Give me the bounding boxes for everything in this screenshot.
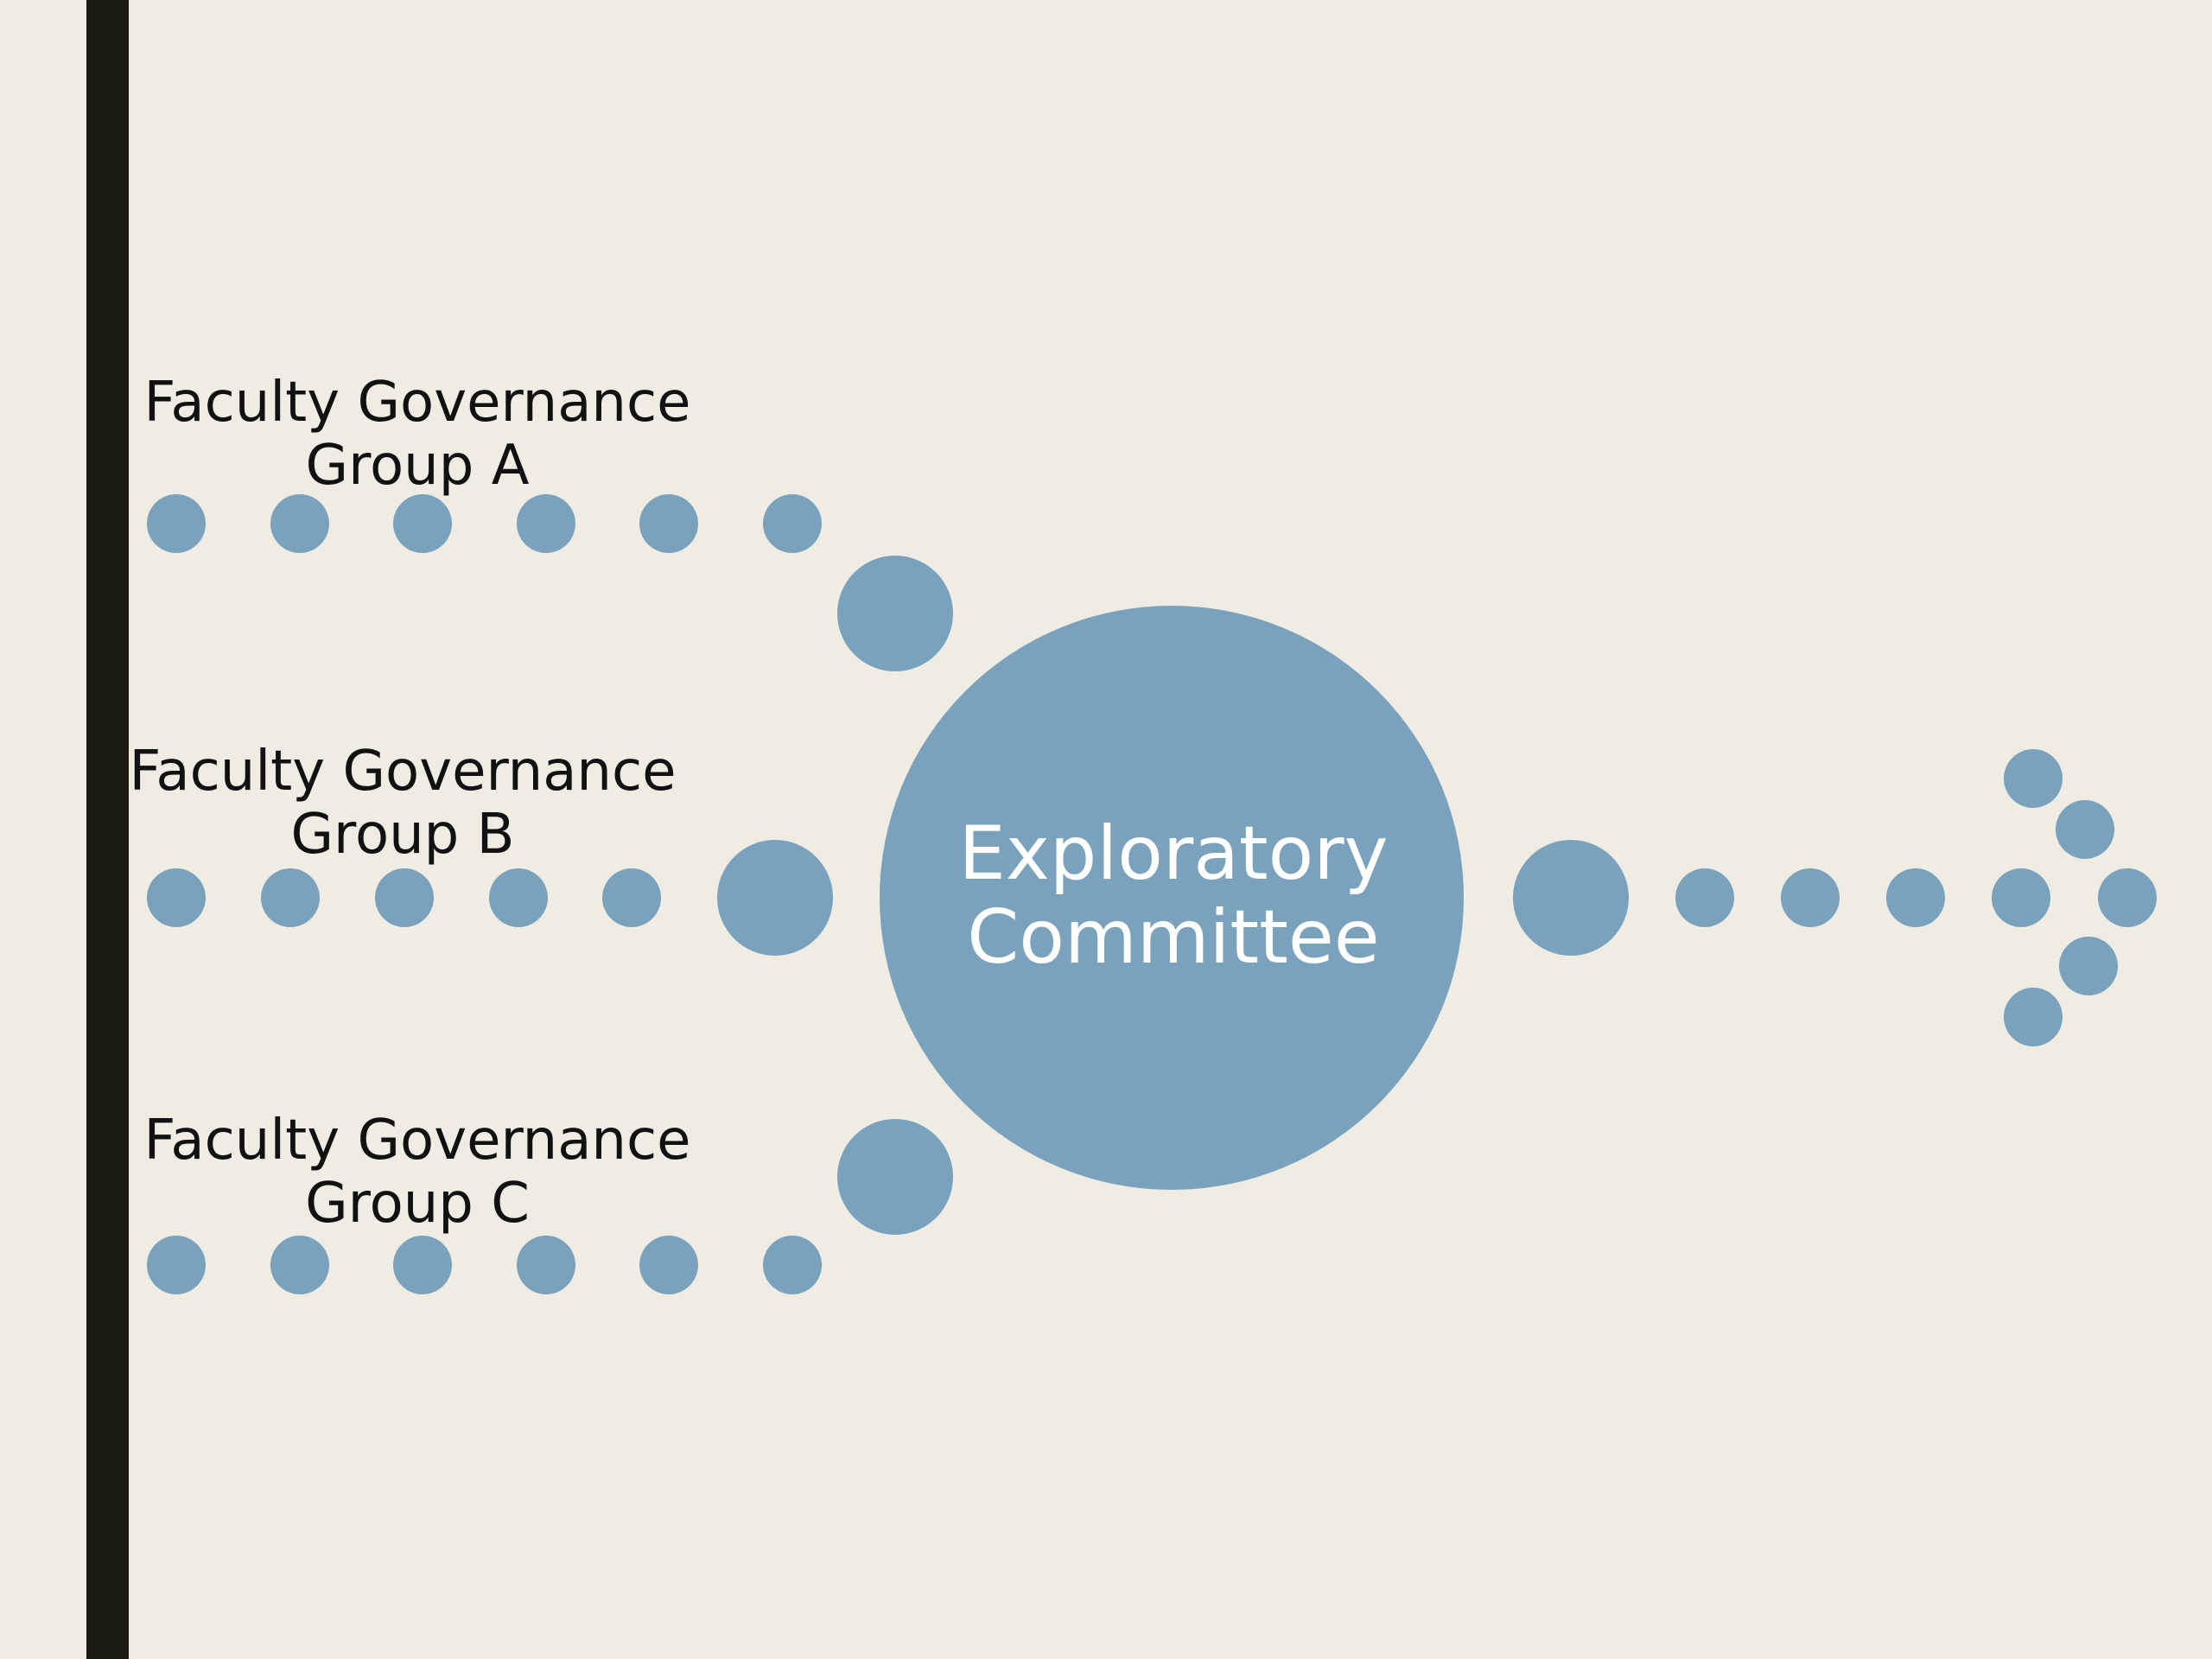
connector-circle bbox=[837, 556, 953, 671]
center-label-line2: Committee bbox=[967, 894, 1380, 981]
connector-circle bbox=[837, 1119, 953, 1235]
path-dot bbox=[1675, 868, 1734, 927]
output-path bbox=[1513, 840, 1945, 956]
path-dot bbox=[517, 1236, 575, 1294]
arrow-dot bbox=[1992, 868, 2050, 927]
path-dot bbox=[1886, 868, 1945, 927]
left-accent-bar bbox=[86, 0, 129, 1659]
connector-circle bbox=[717, 840, 833, 956]
path-dot bbox=[147, 1236, 206, 1294]
arrowhead bbox=[1992, 749, 2157, 1046]
path-dot bbox=[639, 1236, 698, 1294]
path-dot bbox=[489, 868, 548, 927]
arrow-dot bbox=[2098, 868, 2157, 927]
exploratory-committee-label: Exploratory Committee bbox=[959, 812, 1389, 980]
path-dot bbox=[393, 1236, 452, 1294]
group-b-label: Faculty Governance Group B bbox=[129, 741, 676, 867]
group-a-label-line2: Group A bbox=[305, 434, 530, 498]
path-dot bbox=[763, 1236, 822, 1294]
connector-circle bbox=[1513, 840, 1629, 956]
arrow-dot bbox=[2056, 800, 2114, 859]
path-dot bbox=[639, 494, 698, 553]
path-dot bbox=[602, 868, 661, 927]
arrow-dot bbox=[2004, 988, 2063, 1046]
group-c-label-line1: Faculty Governance bbox=[143, 1109, 691, 1173]
group-b-label-line2: Group B bbox=[290, 803, 515, 867]
group-c-label-line2: Group C bbox=[305, 1172, 530, 1236]
path-dot bbox=[517, 494, 575, 553]
exploratory-committee-circle bbox=[880, 606, 1464, 1190]
path-dot bbox=[147, 868, 206, 927]
group-c-label: Faculty Governance Group C bbox=[143, 1109, 690, 1236]
path-dot bbox=[393, 494, 452, 553]
group-a-label-line1: Faculty Governance bbox=[143, 371, 691, 435]
path-dot bbox=[763, 494, 822, 553]
group-b-label-line1: Faculty Governance bbox=[129, 740, 677, 804]
center-label-line1: Exploratory bbox=[958, 810, 1389, 897]
group-c-path bbox=[147, 1119, 953, 1294]
arrow-dot bbox=[2004, 749, 2063, 808]
path-dot bbox=[261, 868, 320, 927]
path-dot bbox=[375, 868, 434, 927]
group-a-label: Faculty Governance Group A bbox=[143, 372, 690, 498]
group-b-path bbox=[147, 840, 833, 956]
group-a-path bbox=[147, 494, 953, 671]
path-dot bbox=[1781, 868, 1840, 927]
path-dot bbox=[270, 494, 329, 553]
arrow-dot bbox=[2059, 937, 2118, 995]
path-dot bbox=[270, 1236, 329, 1294]
path-dot bbox=[147, 494, 206, 553]
